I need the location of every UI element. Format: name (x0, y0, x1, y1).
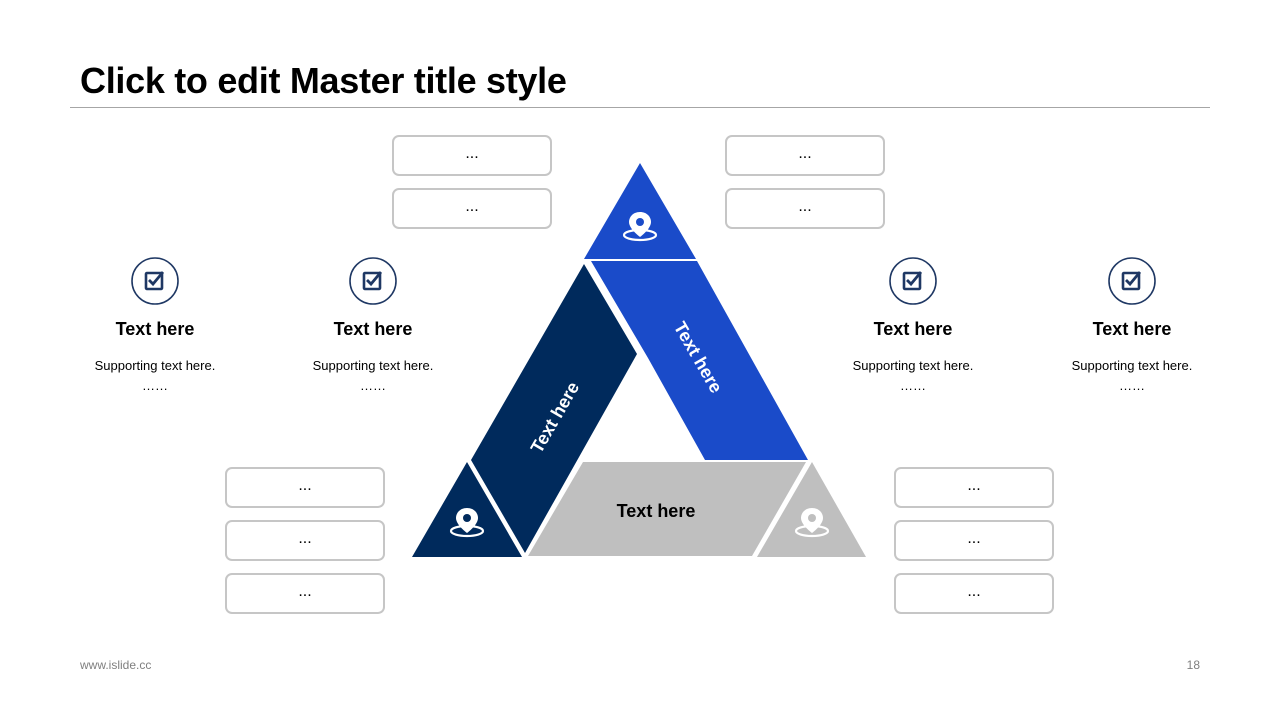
info-column-4: Text here Supporting text here. …… (1052, 257, 1212, 393)
top-right-box-1[interactable]: ... (725, 135, 885, 176)
page-number: 18 (1186, 658, 1200, 672)
column-ellipsis: …… (900, 378, 926, 393)
column-supporting-text: Supporting text here. (1071, 358, 1193, 373)
location-pin-icon (449, 508, 485, 538)
top-right-box-2[interactable]: ... (725, 188, 885, 229)
column-ellipsis: …… (360, 378, 386, 393)
bottom-band-label: Text here (617, 501, 696, 521)
column-ellipsis: …… (142, 378, 168, 393)
column-supporting-text: Supporting text here. (312, 358, 434, 373)
bottom-left-box-3[interactable]: ... (225, 573, 385, 614)
top-corner-triangle (584, 163, 696, 259)
column-heading: Text here (1092, 319, 1172, 339)
column-ellipsis: …… (1119, 378, 1145, 393)
title-divider (70, 107, 1210, 108)
right-band (591, 261, 808, 460)
column-heading: Text here (873, 319, 953, 339)
info-column-3: Text here Supporting text here. …… (833, 257, 993, 393)
bottom-left-box-2[interactable]: ... (225, 520, 385, 561)
footer-website: www.islide.cc (80, 658, 152, 672)
checklist-icon (889, 257, 937, 305)
location-pin-icon (794, 508, 830, 538)
location-pin-icon (622, 212, 658, 242)
checklist-icon (131, 257, 179, 305)
column-heading: Text here (333, 319, 413, 339)
left-band (471, 264, 637, 553)
bottom-left-box-1[interactable]: ... (225, 467, 385, 508)
info-column-2: Text here Supporting text here. …… (293, 257, 453, 393)
bottom-right-box-1[interactable]: ... (894, 467, 1054, 508)
top-left-box-2[interactable]: ... (392, 188, 552, 229)
column-supporting-text: Supporting text here. (94, 358, 216, 373)
bottom-right-box-3[interactable]: ... (894, 573, 1054, 614)
top-left-box-1[interactable]: ... (392, 135, 552, 176)
checklist-icon (1108, 257, 1156, 305)
column-supporting-text: Supporting text here. (852, 358, 974, 373)
slide-title: Click to edit Master title style (80, 60, 567, 101)
checklist-icon (349, 257, 397, 305)
bottom-right-box-2[interactable]: ... (894, 520, 1054, 561)
column-heading: Text here (115, 319, 195, 339)
bottom-band (528, 462, 806, 556)
info-column-1: Text here Supporting text here. …… (75, 257, 235, 393)
